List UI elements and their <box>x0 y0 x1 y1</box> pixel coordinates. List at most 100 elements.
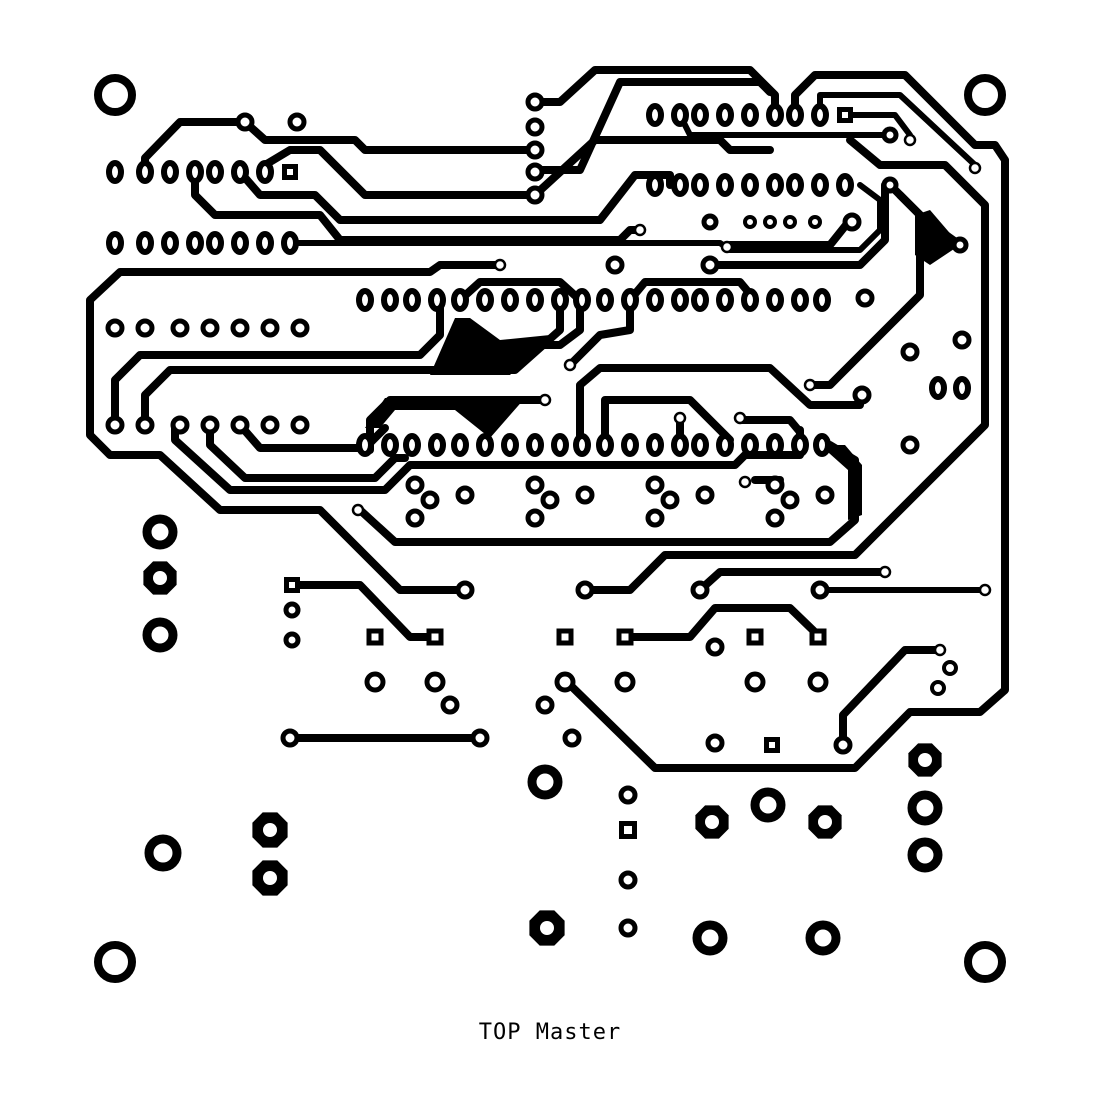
pad <box>206 231 224 255</box>
pad <box>786 173 804 197</box>
pad-hole <box>540 921 554 935</box>
pad <box>200 415 220 435</box>
pad <box>451 288 469 312</box>
pad <box>283 631 301 649</box>
pad <box>766 288 784 312</box>
via <box>733 411 747 425</box>
pad <box>842 212 862 232</box>
pad <box>596 433 614 457</box>
copper-pour <box>430 318 550 375</box>
pad <box>671 173 689 197</box>
trace <box>236 421 389 452</box>
pad <box>716 173 734 197</box>
pad <box>403 433 421 457</box>
pad <box>256 160 274 184</box>
pad <box>952 330 972 350</box>
pad <box>700 255 720 275</box>
via <box>878 565 892 579</box>
trace <box>817 92 978 168</box>
pad <box>716 288 734 312</box>
pad <box>170 318 190 338</box>
pad <box>405 508 425 528</box>
pad <box>619 821 637 839</box>
pad <box>573 288 591 312</box>
pad <box>451 433 469 457</box>
pad <box>105 318 125 338</box>
copper-pours <box>365 210 960 520</box>
copper-pour <box>820 445 862 520</box>
via <box>720 240 734 254</box>
pad <box>136 160 154 184</box>
pad <box>780 490 800 510</box>
pad <box>525 508 545 528</box>
pad <box>964 941 1006 983</box>
trace <box>141 296 564 429</box>
pad <box>852 385 872 405</box>
trace <box>171 421 804 494</box>
trace <box>236 168 674 224</box>
pad <box>428 288 446 312</box>
pad <box>525 92 545 112</box>
pad <box>766 103 784 127</box>
pad <box>554 671 576 693</box>
pad <box>527 764 563 800</box>
via <box>633 223 647 237</box>
pad <box>616 628 634 646</box>
pad <box>744 671 766 693</box>
pad <box>106 231 124 255</box>
trace <box>736 416 804 436</box>
pad <box>813 288 831 312</box>
pad <box>94 74 136 116</box>
pad <box>283 601 301 619</box>
pad <box>646 103 664 127</box>
pad <box>764 737 780 753</box>
via <box>933 643 947 657</box>
pad-hole <box>263 871 277 885</box>
pad <box>142 514 178 550</box>
copper-pour <box>365 398 525 438</box>
pad <box>540 490 560 510</box>
pad <box>260 415 280 435</box>
pad <box>135 318 155 338</box>
pad <box>671 433 689 457</box>
pad <box>105 415 125 435</box>
pad <box>815 485 835 505</box>
pad <box>525 140 545 160</box>
pad <box>811 103 829 127</box>
pad <box>200 318 220 338</box>
pad <box>135 415 155 435</box>
pad <box>186 160 204 184</box>
pad <box>930 680 946 696</box>
pad <box>671 103 689 127</box>
pad <box>741 433 759 457</box>
pad <box>364 671 386 693</box>
pad <box>942 660 958 676</box>
pad <box>690 580 710 600</box>
pad <box>455 580 475 600</box>
pad <box>186 231 204 255</box>
pad <box>618 918 638 938</box>
pad <box>646 433 664 457</box>
via <box>978 583 992 597</box>
pad <box>705 637 725 657</box>
copper-pour <box>915 210 960 265</box>
pad <box>551 288 569 312</box>
pad <box>526 433 544 457</box>
pad <box>791 433 809 457</box>
pad <box>476 433 494 457</box>
pad <box>811 173 829 197</box>
trace <box>581 136 989 594</box>
via <box>738 475 752 489</box>
pad <box>596 288 614 312</box>
pad <box>562 728 582 748</box>
pad <box>836 173 854 197</box>
trace <box>531 66 779 119</box>
pad <box>280 728 300 748</box>
pad <box>691 433 709 457</box>
layer-label: TOP Master <box>478 1020 622 1045</box>
pad <box>525 162 545 182</box>
pad <box>525 475 545 495</box>
pad <box>230 415 250 435</box>
pad <box>646 173 664 197</box>
